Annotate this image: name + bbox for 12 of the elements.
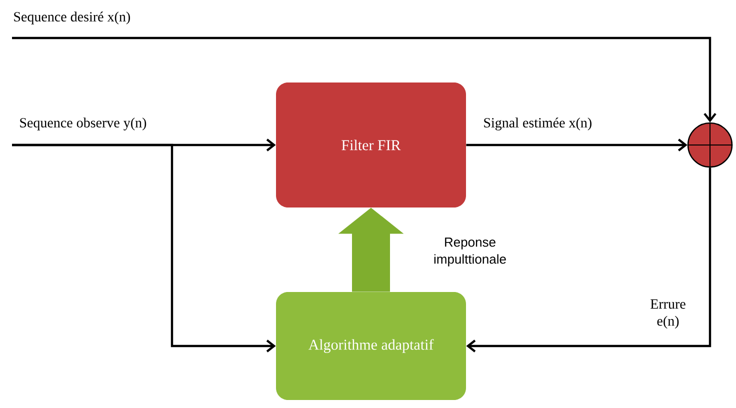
algorithm-box: Algorithme adaptatif [276,292,466,400]
arrow [466,138,688,152]
filter-box: Filter FIR [276,82,466,208]
edge-label: Signal estimée x(n) [484,118,592,130]
edge-label: Reponse impulttionale [434,238,506,266]
edge-label: Errure e(n) [650,299,686,329]
edge-label: Sequence observe y(n) [20,118,146,130]
arrow [12,144,276,352]
summing-junction [686,122,734,168]
arrow [466,168,712,352]
arrow [12,36,716,122]
edge-label: Sequence desiré x(n) [14,12,130,24]
